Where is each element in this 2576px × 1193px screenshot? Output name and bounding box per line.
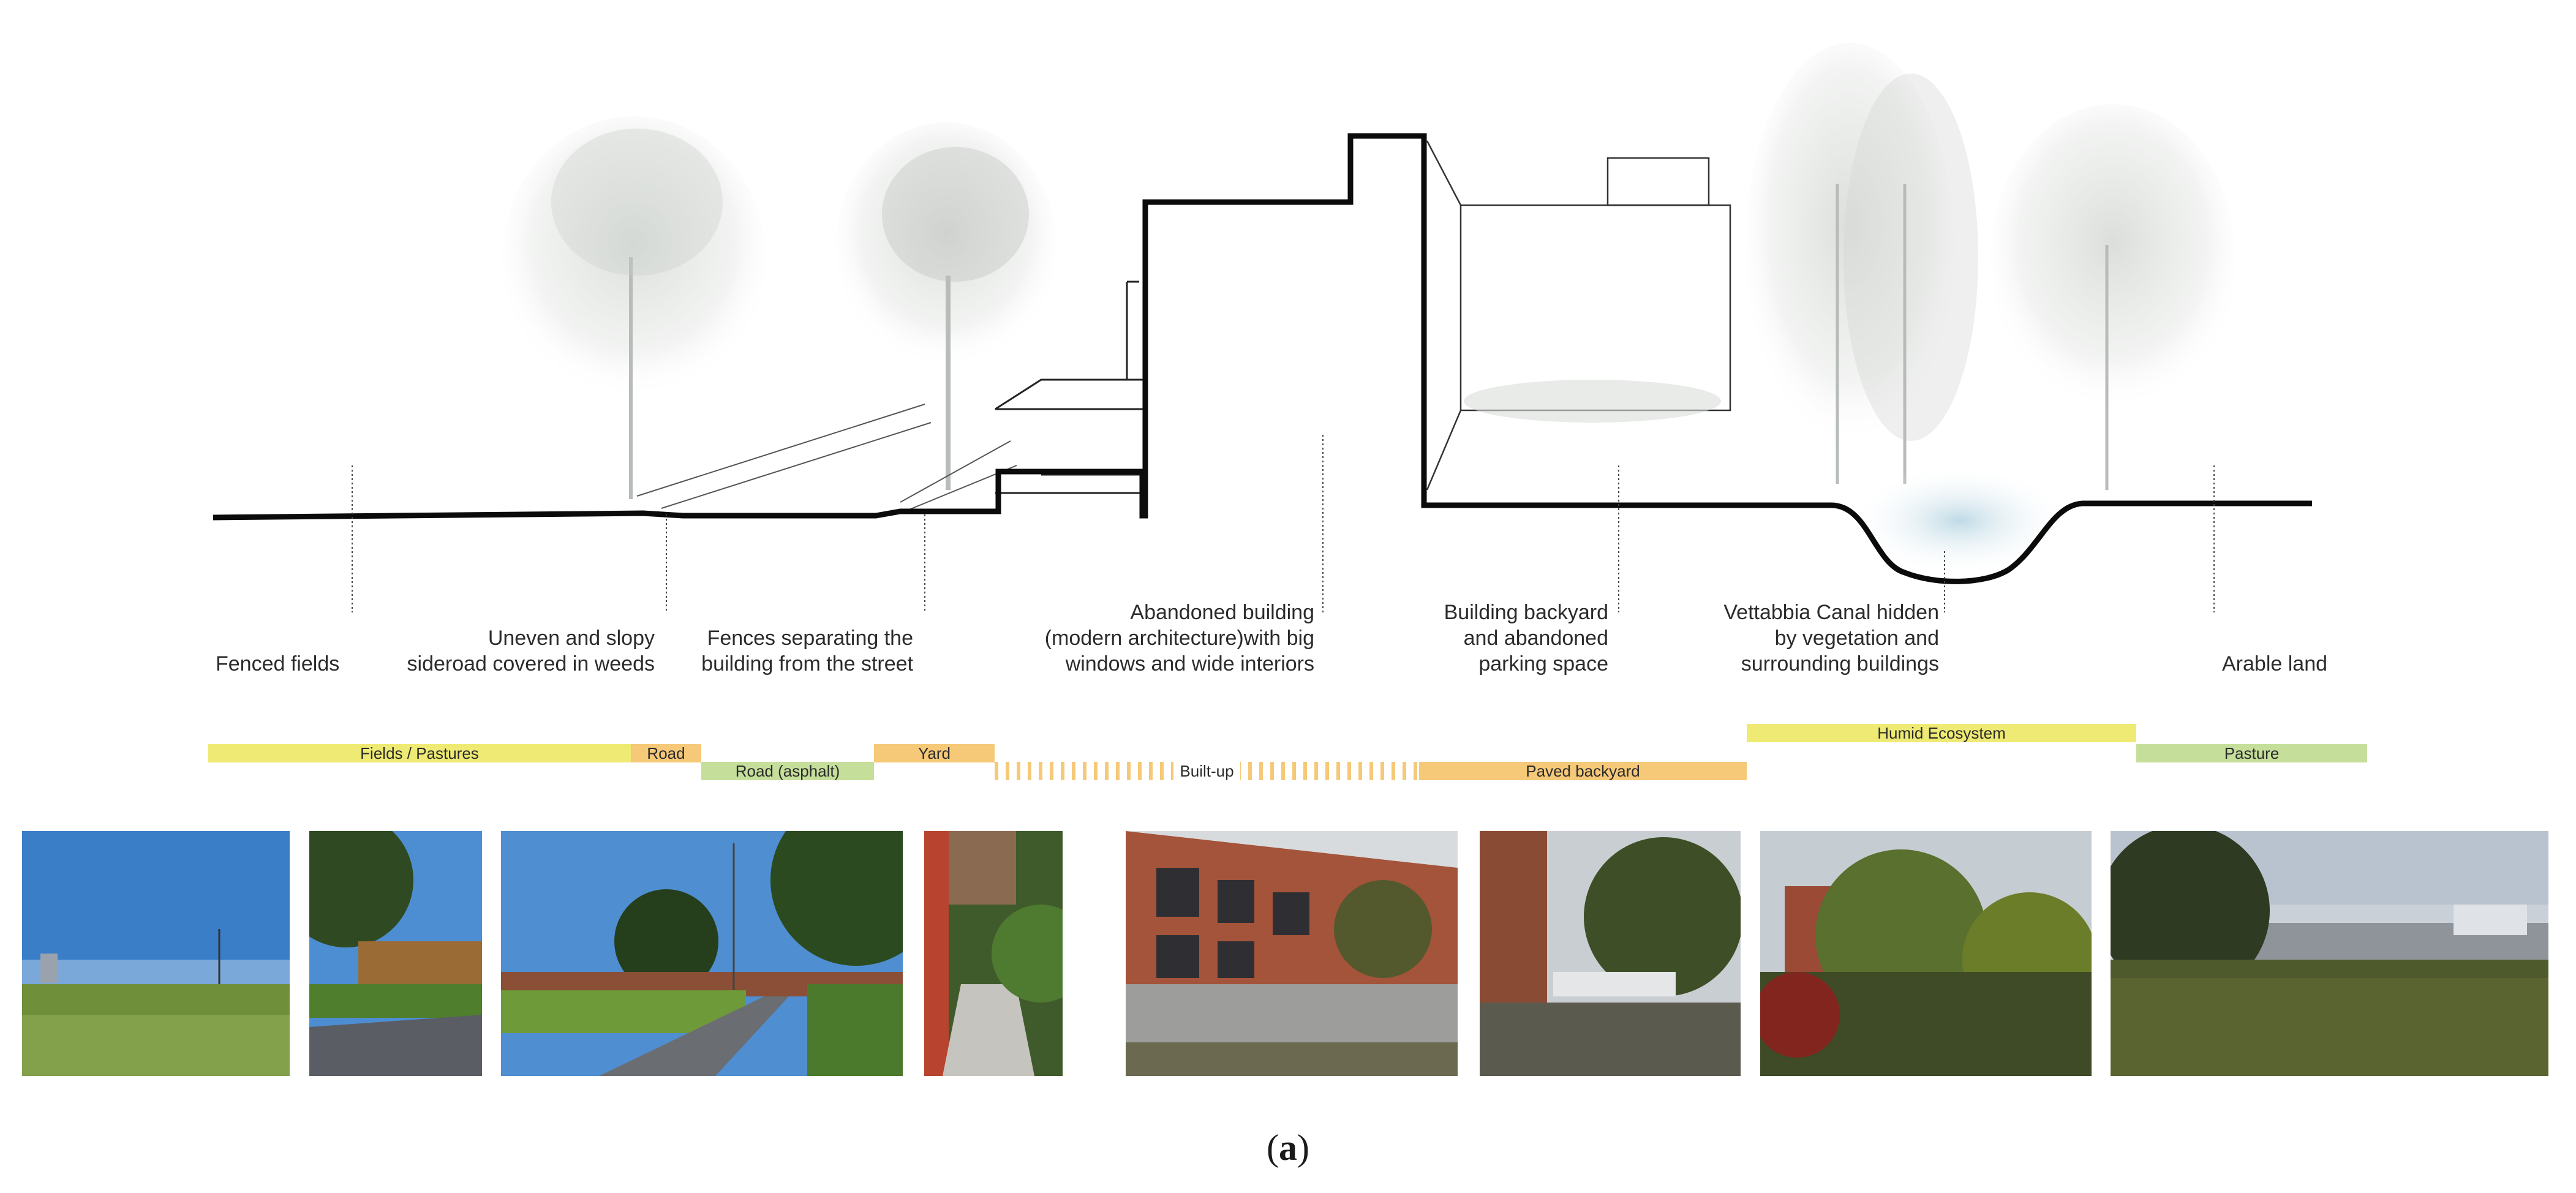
band-pasture: Pasture: [2136, 744, 2367, 762]
abandoned-building-photo: [1126, 831, 1458, 1076]
label-canal: Vettabbia Canal hidden by vegetation and…: [1723, 601, 1939, 676]
band-road-asphalt: Road (asphalt): [701, 762, 874, 780]
band-paved-label: Paved backyard: [1526, 761, 1640, 780]
tree-right-2: [1990, 104, 2235, 490]
band-fields-pastures: Fields / Pastures: [208, 744, 631, 762]
section-drawing: [213, 43, 2312, 612]
backyard-photo: [1480, 831, 1741, 1076]
band-road-label: Road: [647, 743, 685, 762]
road-photo: [501, 831, 903, 1076]
label-sideroad: Uneven and slopy sideroad covered in wee…: [407, 627, 655, 676]
label-abandoned-building: Abandoned building (modern architecture)…: [1044, 601, 1314, 676]
tree-left-1: [502, 116, 766, 499]
backyard-building: [1426, 140, 1731, 491]
fenced-fields-photo: [22, 831, 290, 1076]
canal-photo: [1760, 831, 2092, 1076]
band-yard-label: Yard: [918, 743, 951, 762]
tree-right-poplars: [1746, 43, 1978, 484]
band-paved-backyard: Paved backyard: [1419, 762, 1747, 780]
band-yard: Yard: [874, 744, 995, 762]
band-road-asphalt-label: Road (asphalt): [735, 761, 840, 780]
label-fenced-fields: Fenced fields: [216, 652, 340, 676]
band-built-up: Built-up: [995, 761, 1419, 781]
band-fields-label: Fields / Pastures: [360, 743, 479, 762]
caption-letter: a: [1279, 1127, 1297, 1168]
arable-land-photo: [2111, 831, 2548, 1076]
figure-caption: (a): [0, 1127, 2576, 1169]
stairs-yard-photo: [924, 831, 1063, 1076]
ground-section-line: [213, 133, 2312, 584]
leader-lines: [352, 435, 2215, 612]
sideroad-photo: [309, 831, 482, 1076]
band-humid-ecosystem: Humid Ecosystem: [1747, 724, 2136, 742]
tree-left-2: [836, 122, 1056, 490]
label-backyard: Building backyard and abandoned parking …: [1444, 601, 1608, 676]
band-humid-label: Humid Ecosystem: [1877, 723, 2006, 742]
label-fences: Fences separating the building from the …: [701, 627, 913, 676]
label-arable-land: Arable land: [2222, 652, 2328, 676]
caption-close: ): [1297, 1127, 1309, 1168]
band-builtup-label: Built-up: [1173, 761, 1240, 781]
canal-water: [1850, 465, 2070, 576]
band-pasture-label: Pasture: [2224, 743, 2280, 762]
fence-lines: [636, 404, 1017, 514]
caption-open: (: [1267, 1127, 1279, 1168]
band-road: Road: [631, 744, 701, 762]
